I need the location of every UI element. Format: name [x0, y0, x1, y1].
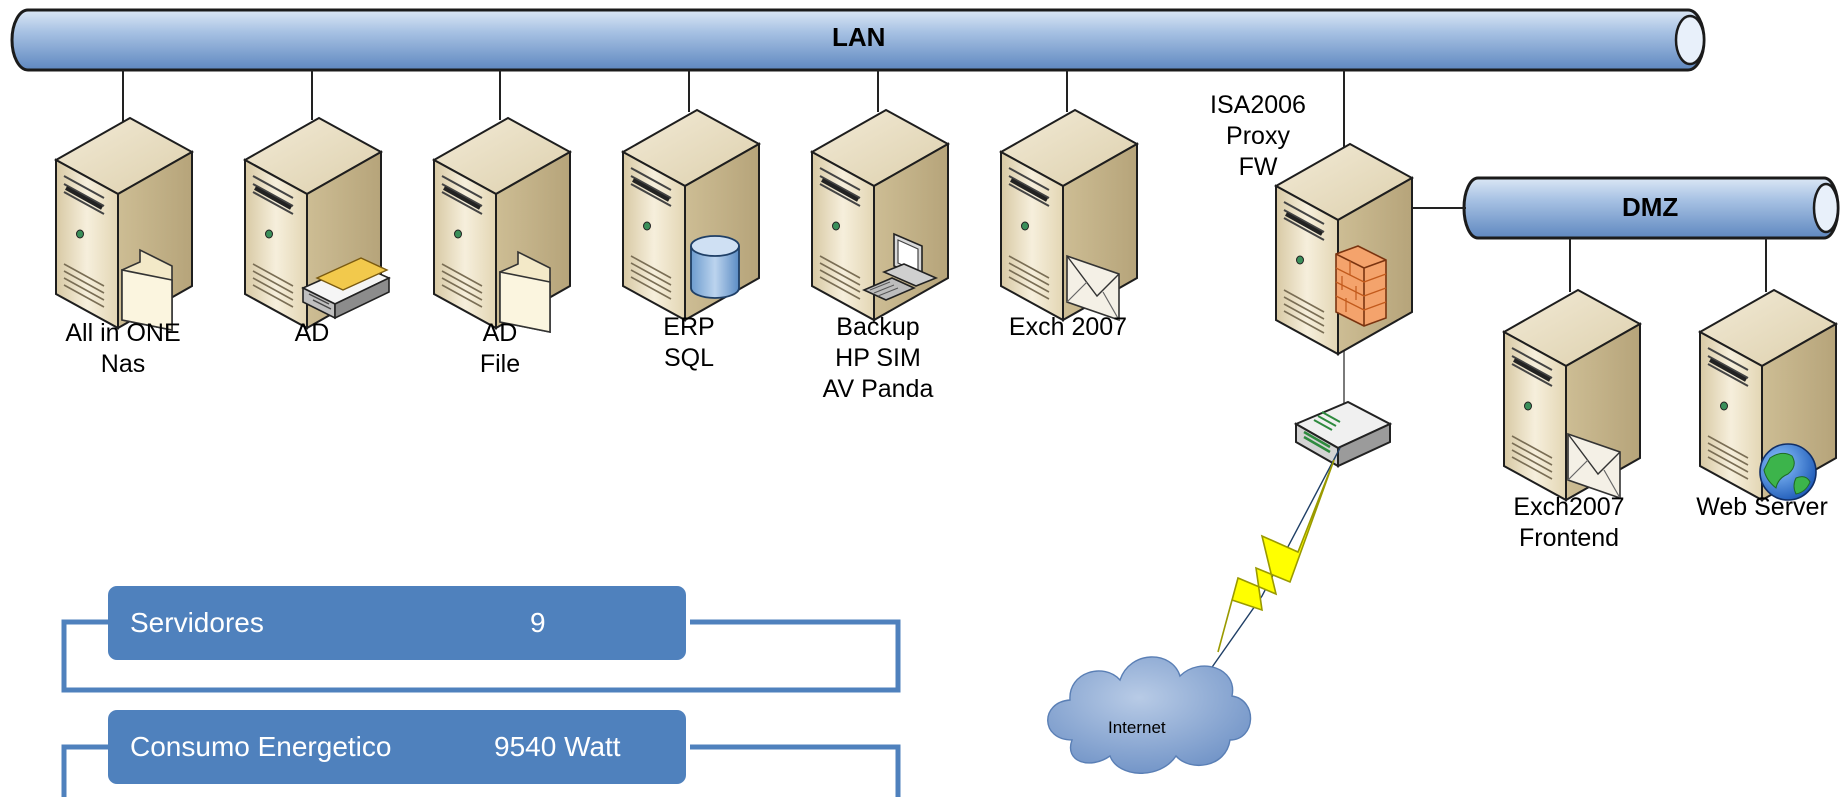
stat-box-servidores: Servidores 9 — [108, 586, 686, 660]
server-erp-sql — [621, 106, 763, 322]
server-all-in-one-nas — [54, 114, 196, 331]
lan-bus — [10, 8, 1706, 72]
stat-box-consumo: Consumo Energetico 9540 Watt — [108, 710, 686, 784]
internet-label: Internet — [1108, 718, 1166, 737]
server-label-exch-2007: Exch 2007 — [1008, 313, 1128, 341]
server-exch-2007 — [999, 106, 1141, 322]
stat-value: 9540 Watt — [494, 731, 621, 762]
workstation-icon — [862, 232, 939, 301]
dmz-bus — [1462, 176, 1840, 240]
stat-label: Servidores — [130, 607, 264, 638]
lan-connectors — [122, 70, 1345, 150]
dmz-label: DMZ — [1622, 192, 1679, 222]
firewall-icon — [1335, 245, 1387, 327]
server-label-ad: AD — [294, 319, 330, 347]
server-isa2006-proxy-fw — [1274, 140, 1416, 356]
stat-bracket-servidores — [61, 619, 901, 693]
tape-drive-icon — [301, 257, 391, 320]
dmz-connectors — [1412, 207, 1767, 292]
lan-label: LAN — [832, 22, 886, 52]
globe-icon — [1759, 443, 1817, 501]
server-ad — [243, 114, 391, 330]
stat-bracket-consumo — [61, 744, 901, 797]
server-web — [1698, 286, 1840, 502]
server-exch2007-frontend — [1502, 286, 1644, 502]
internet-cloud-icon — [1047, 656, 1252, 774]
stat-label: Consumo Energetico — [130, 731, 392, 762]
database-icon — [690, 235, 740, 299]
router-icon — [1293, 400, 1393, 468]
server-label-web-server: Web Server — [1696, 493, 1828, 521]
wan-link-lightning-icon — [1195, 447, 1341, 691]
stat-value: 9 — [530, 607, 546, 638]
server-backup — [810, 106, 952, 322]
server-ad-file — [432, 114, 574, 333]
